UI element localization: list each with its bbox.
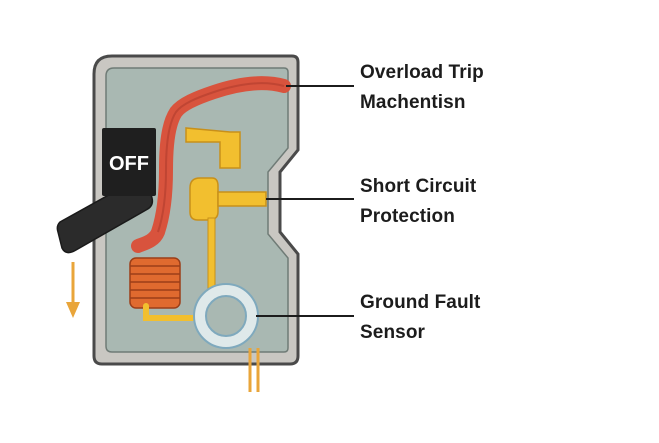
terminal-wires [248,348,260,392]
short-circuit-armature [189,177,267,303]
ground-fault-sensor-ring [193,283,259,349]
off-indicator-plate [102,128,156,196]
callout-ground-fault: Ground Fault Sensor [360,288,480,348]
callout-short-circuit: Short Circuit Protection [360,172,476,232]
trip-latch [185,127,241,169]
off-indicator-label: OFF [109,153,149,175]
callout-overload-trip: Overload Trip Machentisn [360,58,484,118]
callout-short-circuit-line2: Protection [360,206,455,227]
down-arrow-icon [66,262,80,318]
callout-ground-fault-line1: Ground Fault [360,292,481,313]
conductor-bar [143,303,209,321]
callout-ground-fault-line2: Sensor [360,322,426,343]
callout-overload-line2: Machentisn [360,92,466,113]
magnetic-coil [129,257,181,309]
callout-short-circuit-line1: Short Circuit [360,176,477,197]
callout-overload-line1: Overload Trip [360,62,484,83]
